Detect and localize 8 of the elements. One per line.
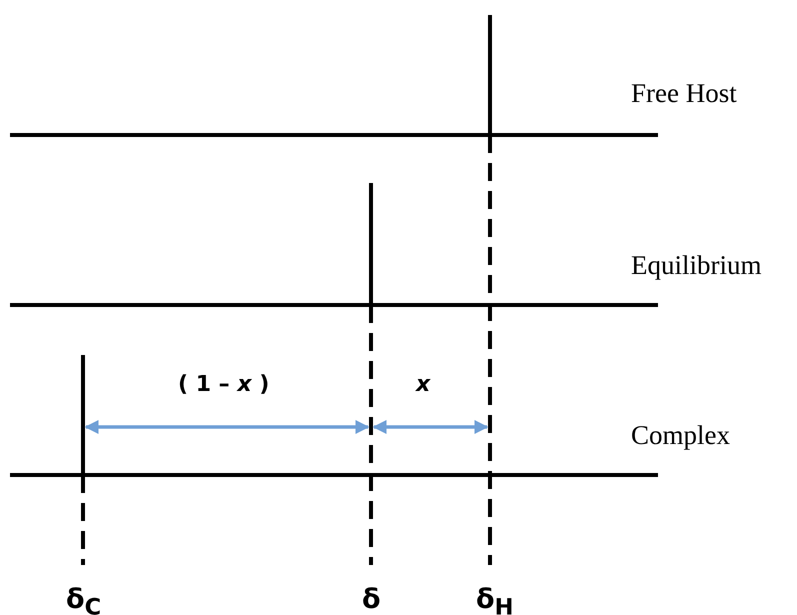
spectrum-label: Free Host <box>631 80 737 107</box>
chemical-shift-label: δ$_{C}$ <box>66 586 102 615</box>
chemical-shift-label: δ$_{H}$ <box>476 586 514 615</box>
spectrum-label: Equilibrium <box>631 252 762 279</box>
fraction-label: x <box>416 374 430 396</box>
spectrum-label: Complex <box>631 422 730 449</box>
fraction-label: ( 1 – x ) <box>178 374 270 396</box>
chemical-shift-label: δ <box>362 586 381 613</box>
